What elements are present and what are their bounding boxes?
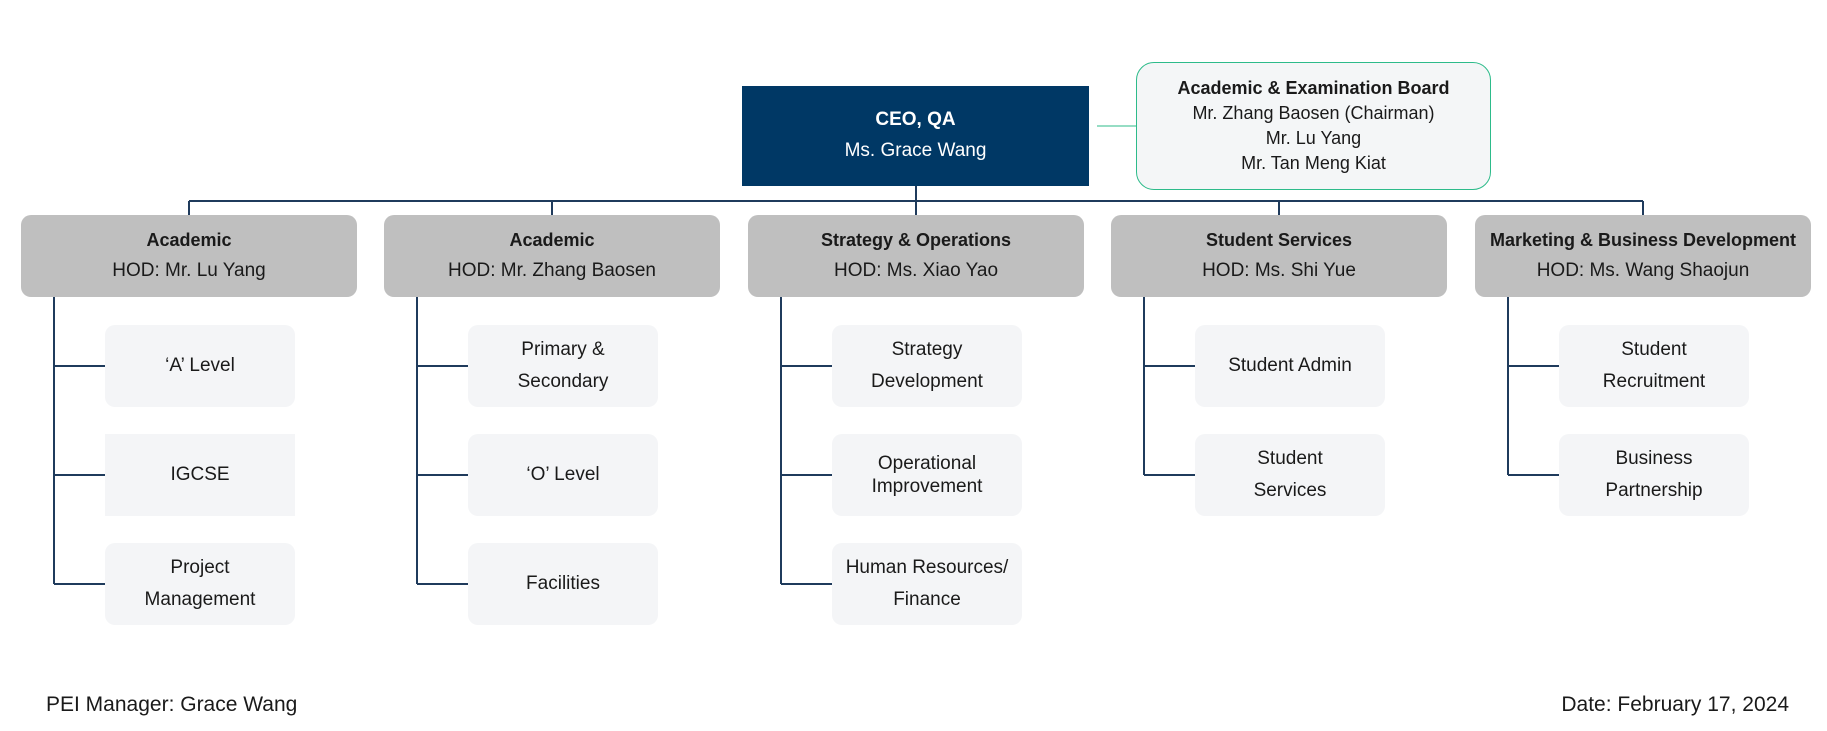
board-member: Mr. Tan Meng Kiat [1241,153,1386,173]
unit-label: Primary & [521,339,605,360]
unit-label: Student Admin [1228,355,1352,376]
department-hod: HOD: Ms. Shi Yue [1202,260,1356,281]
pei-manager-label: PEI Manager: Grace Wang [46,693,298,716]
unit-label: Partnership [1605,480,1703,501]
unit-label: IGCSE [170,464,230,485]
unit-label: ‘O’ Level [526,464,600,485]
department-title: Marketing & Business Development [1489,230,1797,250]
unit-label: Operational [877,453,977,474]
unit-box: Primary & Secondary [468,325,658,407]
department-hod: HOD: Mr. Lu Yang [112,260,266,281]
unit-box: ‘O’ Level [468,434,658,516]
unit-label: Strategy [891,339,963,360]
unit-box: Facilities [468,543,658,625]
board-member: Mr. Zhang Baosen (Chairman) [1192,103,1435,123]
unit-label: Services [1253,480,1327,501]
ceo-name: Ms. Grace Wang [844,140,987,161]
department-title: Academic [509,230,595,250]
unit-label: Development [871,371,983,392]
unit-label: Human Resources/ [845,557,1009,578]
department-title: Student Services [1205,230,1353,250]
unit-label: Business [1615,448,1693,469]
unit-label: ‘A’ Level [165,355,235,376]
unit-label: Finance [893,589,961,610]
date-label: Date: February 17, 2024 [1561,693,1789,716]
board-box: Academic & Examination Board Mr. Zhang B… [1136,62,1491,190]
unit-box: IGCSE [105,434,295,516]
unit-label: Student [1621,339,1687,360]
board-title: Academic & Examination Board [1177,78,1450,98]
board-member: Mr. Lu Yang [1265,128,1362,148]
unit-label: Secondary [517,371,609,392]
unit-box: Student Admin [1195,325,1385,407]
department-hod: HOD: Ms. Wang Shaojun [1536,260,1750,281]
unit-label: Improvement [871,476,983,497]
unit-label: Recruitment [1602,371,1706,392]
ceo-title: CEO, QA [875,109,956,130]
department-title: Academic [146,230,232,250]
unit-label: Facilities [526,573,600,594]
ceo-box: CEO, QA Ms. Grace Wang [742,86,1089,186]
unit-box: Human Resources/Finance [832,543,1022,625]
unit-label: Project [170,557,230,578]
unit-label: Management [144,589,256,610]
department-hod: HOD: Ms. Xiao Yao [833,260,999,281]
department-hod: HOD: Mr. Zhang Baosen [447,260,657,281]
unit-label: Student [1257,448,1323,469]
unit-box: ‘A’ Level [105,325,295,407]
department-title: Strategy & Operations [820,230,1012,250]
